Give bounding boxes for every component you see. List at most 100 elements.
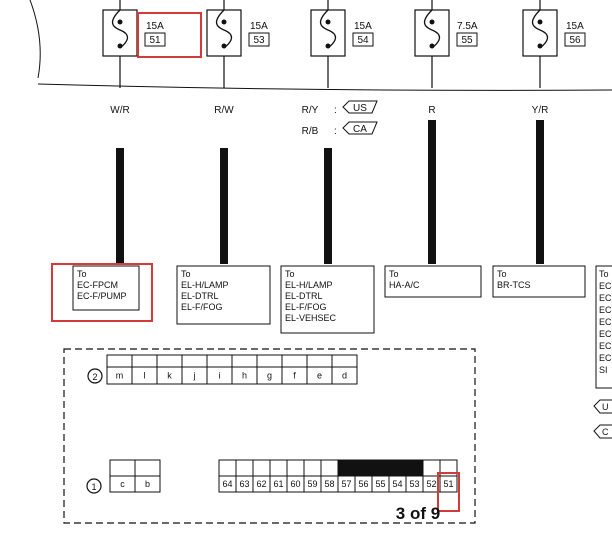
connector-cell-51 [439,475,458,493]
wire-r [428,120,436,264]
connector-cell-k-label: k [167,371,172,381]
wire-color-label: Y/R [532,105,549,116]
svg-text:EL-H/LAMP: EL-H/LAMP [181,280,229,290]
svg-text:C: C [602,427,609,437]
fuse-55: 7.5A 55 [414,0,478,88]
fuse-number: 55 [461,35,473,46]
connector-cell-empty [256,354,283,368]
svg-text:EL-H/LAMP: EL-H/LAMP [285,280,333,290]
wire-color-label: R [428,105,435,116]
wire-color-label: R/Y [302,105,319,116]
connector-cell-empty [231,354,258,368]
connector-cell-56-label: 56 [358,479,368,489]
wire-color-label: R/W [214,105,234,116]
connector-cell-empty [156,354,183,368]
region-badge-partial-c [593,424,612,439]
region-badge-text: CA [353,124,367,135]
svg-text:EC: EC [599,317,612,327]
svg-text:EC: EC [599,293,612,303]
svg-text:EL-DTRL: EL-DTRL [285,291,323,301]
connector-cell-top [286,459,305,477]
connector-cell-l-label: l [144,371,146,381]
svg-text:SI: SI [599,365,608,375]
connector-row-2-marker [87,368,103,384]
fuse-block-bottom-line [37,83,612,91]
fuse-53: 15A 53 [206,0,270,88]
svg-text:To: To [181,269,191,279]
fuse-body [414,9,450,57]
destination-box-5: To BR-TCS [492,265,586,298]
connector-cell-53-label: 53 [409,479,419,489]
destination-box-1: To EC-FPCM EC-F/PUMP [51,263,153,322]
highlight-box-fuse-51 [137,12,202,58]
fuse-link-icon [423,9,441,49]
connector-cell-top [269,459,288,477]
svg-text:To: To [599,269,609,279]
svg-text:EC: EC [599,281,612,291]
fuse-number-box [456,32,478,47]
destination-box-4: To HA-A/C [384,265,482,298]
connector-cell-62-label: 62 [256,479,266,489]
fuse-amp-label: 15A [354,21,372,32]
svg-text:U: U [602,402,609,412]
connector-cell-b [134,475,161,493]
connector-cell-empty [281,354,308,368]
region-badge-partial-u [593,399,612,414]
svg-text:BR-TCS: BR-TCS [497,280,531,290]
connector-cell-top [320,459,339,477]
svg-text:EC: EC [599,341,612,351]
fuse-56: 15A 56 [522,0,586,88]
wire-w-r [116,148,124,264]
fuse-51: 15A 51 [102,0,202,88]
connector-cell-g-label: g [267,371,272,381]
region-badge-ca [342,121,378,135]
fuse-body [102,9,138,57]
connector-cell-63-label: 63 [239,479,249,489]
connector-frame [63,348,476,524]
fuse-link-icon [111,9,129,49]
connector-cell-top [388,459,407,477]
connector-cell-55-label: 55 [375,479,385,489]
fuse-number: 54 [357,35,369,46]
connector-cell-empty [106,354,133,368]
connector-row-1-marker [86,478,102,494]
connector-cell-top [405,459,424,477]
svg-text::: : [334,126,337,137]
fuse-body [522,9,558,57]
connector-cell-64-label: 64 [222,479,232,489]
connector-cell-57-label: 57 [341,479,351,489]
connector-cell-54-label: 54 [392,479,402,489]
destination-box-2: To EL-H/LAMP EL-DTRL EL-F/FOG [176,265,271,325]
svg-text:EC-F/PUMP: EC-F/PUMP [77,291,127,301]
svg-text::: : [334,105,337,116]
connector-cell-empty [131,354,158,368]
fuse-number-box [352,32,374,47]
connector-cell-top [252,459,271,477]
connector-cell-52-label: 52 [426,479,436,489]
fuse-number: 51 [149,35,161,46]
fuse-54: 15A 54 [310,0,374,88]
connector-cell-c-label: c [120,479,125,489]
fuse-link-icon [319,9,337,49]
connector-cell-top [235,459,254,477]
fuse-number-box [144,32,166,47]
svg-text:EC: EC [599,329,612,339]
svg-text:EL-F/FOG: EL-F/FOG [181,302,223,312]
svg-text:To: To [77,269,87,279]
connector-cell-top [303,459,322,477]
svg-text:EC-FPCM: EC-FPCM [77,280,118,290]
svg-text:To: To [389,269,399,279]
connector-cell-top [354,459,373,477]
region-badge-text: US [353,103,367,114]
connector-cell-d-label: d [342,371,347,381]
svg-text:EL-VEHSEC: EL-VEHSEC [285,313,337,323]
connector-cell-51-label: 51 [443,479,453,489]
connector-cell-empty [181,354,208,368]
connector-cell-m-label: m [116,371,124,381]
connector-cell-h-label: h [242,371,247,381]
svg-text:EL-DTRL: EL-DTRL [181,291,219,301]
connector-cell-empty [109,459,136,477]
svg-text:To: To [497,269,507,279]
